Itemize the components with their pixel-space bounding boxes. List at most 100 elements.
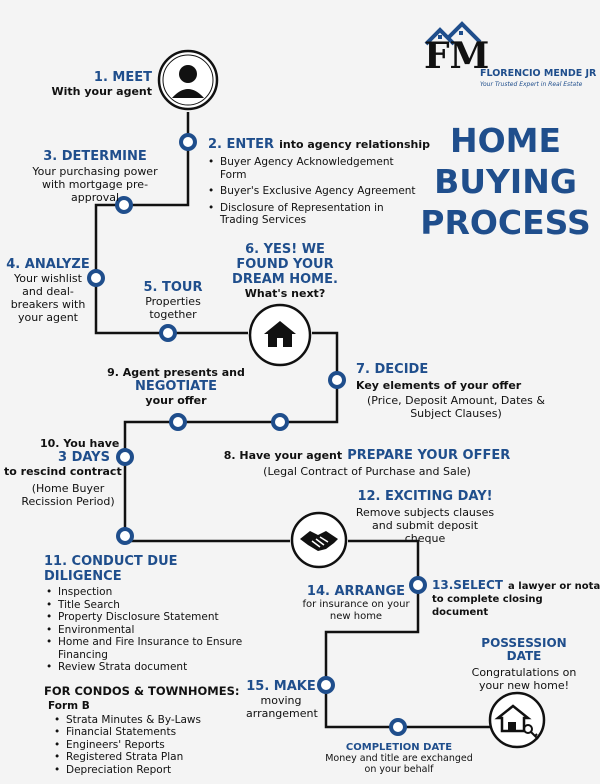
node-14 — [317, 676, 335, 694]
node-4 — [87, 269, 105, 287]
step-11-list: Inspection Title Search Property Disclos… — [46, 586, 254, 674]
step-9-text: your offer — [145, 394, 207, 407]
list-item: Review Strata document — [46, 661, 254, 674]
step-10-prefix: 10. You have — [40, 437, 120, 450]
node-10 — [116, 448, 134, 466]
page-title: HOME BUYING PROCESS — [418, 120, 593, 243]
step-14-heading: 14. ARRANGE — [306, 584, 406, 599]
node-8 — [271, 413, 289, 431]
possession-date: POSSESSION DATE Congratulations on your … — [468, 636, 580, 693]
step-3-text: Your purchasing power with mortgage pre-… — [32, 165, 158, 204]
node-completion — [389, 718, 407, 736]
list-item: Title Search — [46, 599, 254, 612]
step-4: 4. ANALYZE Your wishlist and deal-breake… — [6, 257, 90, 324]
step-11-heading: 11. CONDUCT DUE DILIGENCE — [44, 554, 178, 584]
house-key-icon — [488, 691, 546, 749]
completion-text: Money and title are exchanged on your be… — [325, 753, 473, 775]
brand-initials: FM — [424, 35, 490, 77]
step-12-heading: 12. EXCITING DAY! — [357, 489, 493, 504]
step-2-heading: 2. ENTER — [208, 137, 275, 152]
step-4-text: Your wishlist and deal-breakers with you… — [10, 272, 86, 324]
step-15: 15. MAKE moving arrangement — [246, 679, 318, 720]
title-line-1: HOME — [449, 121, 562, 160]
list-item: Strata Minutes & By-Laws — [54, 714, 254, 727]
step-6: 6. YES! WE FOUND YOUR DREAM HOME. What's… — [230, 242, 340, 300]
condo-heading: FOR CONDOS & TOWNHOMES: — [44, 683, 240, 698]
list-item: Financial Statements — [54, 726, 254, 739]
possession-text: Congratulations on your new home! — [471, 666, 577, 692]
step-8-heading: PREPARE YOUR OFFER — [347, 448, 511, 463]
step-13-heading-rest: a lawyer or notary — [508, 581, 600, 592]
condo-list: Strata Minutes & By-Laws Financial State… — [54, 714, 254, 777]
title-line-2: BUYING — [434, 162, 577, 201]
step-15-heading: 15. MAKE — [246, 679, 316, 694]
step-7: 7. DECIDE Key elements of your offer (Pr… — [356, 362, 576, 420]
node-13 — [409, 576, 427, 594]
step-8-prefix: 8. Have your agent — [223, 449, 343, 462]
step-5-text: Properties together — [145, 295, 201, 321]
step-7-note: (Price, Deposit Amount, Dates & Subject … — [367, 394, 545, 420]
step-5: 5. TOUR Properties together — [136, 280, 210, 321]
step-9: 9. Agent presents and NEGOTIATE your off… — [106, 366, 246, 407]
node-11 — [116, 527, 134, 545]
step-14-text: for insurance on your new home — [302, 599, 410, 622]
step-12: 12. EXCITING DAY! Remove subjects clause… — [350, 489, 500, 545]
list-item: Home and Fire Insurance to Ensure Financ… — [46, 636, 254, 661]
roof-icon — [424, 21, 482, 46]
node-5 — [159, 324, 177, 342]
step-10: 10. You have 3 DAYS to rescind contract … — [4, 437, 122, 508]
step-15-text: moving arrangement — [246, 694, 318, 720]
list-item: Depreciation Report — [54, 764, 254, 777]
list-item: Environmental — [46, 624, 254, 637]
completion-heading: COMPLETION DATE — [345, 742, 453, 753]
step-6-text: What's next? — [244, 287, 326, 300]
form-b-label: Form B — [48, 699, 90, 712]
step-14: 14. ARRANGE for insurance on your new ho… — [300, 584, 412, 623]
list-item: Registered Strata Plan — [54, 751, 254, 764]
node-7 — [328, 371, 346, 389]
node-2 — [179, 133, 197, 151]
completion-date: COMPLETION DATE Money and title are exch… — [324, 742, 474, 775]
list-item: Disclosure of Representation in Trading … — [208, 202, 400, 227]
list-item: Engineers' Reports — [54, 739, 254, 752]
title-line-3: PROCESS — [420, 203, 591, 242]
step-13: 13.SELECT a lawyer or notary to complete… — [432, 574, 600, 619]
step-12-text: Remove subjects clauses and submit depos… — [355, 506, 495, 545]
step-2-list: Buyer Agency Acknowledgement Form Buyer'… — [208, 156, 418, 227]
step-1: 1. MEET With your agent — [40, 70, 152, 98]
path-nodes — [87, 133, 427, 736]
step-3-heading: 3. DETERMINE — [43, 149, 147, 164]
step-10-note: (Home Buyer Recission Period) — [21, 482, 115, 508]
brand-logo: FM FLORENCIO MENDE JR Your Trusted Exper… — [424, 21, 600, 92]
house-icon — [248, 303, 312, 367]
brand-name: FLORENCIO MENDE JR — [480, 68, 597, 79]
step-2: 2. ENTER into agency relationship Buyer … — [208, 133, 430, 227]
person-icon — [157, 49, 219, 111]
node-9 — [169, 413, 187, 431]
step-7-text: Key elements of your offer — [356, 379, 522, 392]
step-1-text: With your agent — [51, 85, 152, 98]
step-10-text: to rescind contract — [4, 465, 122, 478]
brand-tagline: Your Trusted Expert in Real Estate — [480, 81, 583, 88]
step-5-heading: 5. TOUR — [143, 280, 203, 295]
list-item: Buyer Agency Acknowledgement Form — [208, 156, 418, 181]
step-9-heading: NEGOTIATE — [135, 379, 217, 394]
step-1-heading: 1. MEET — [93, 70, 152, 85]
step-13-heading: 13.SELECT — [432, 578, 503, 592]
step-8-note: (Legal Contract of Purchase and Sale) — [263, 465, 471, 478]
step-6-heading: 6. YES! WE FOUND YOUR DREAM HOME. — [232, 242, 338, 287]
list-item: Inspection — [46, 586, 254, 599]
list-item: Property Disclosure Statement — [46, 611, 254, 624]
step-4-heading: 4. ANALYZE — [6, 257, 90, 272]
step-13-text: to complete closing document — [432, 594, 543, 618]
step-10-heading: 3 DAYS — [58, 450, 110, 465]
list-item: Buyer's Exclusive Agency Agreement — [208, 185, 418, 198]
step-7-heading: 7. DECIDE — [356, 362, 429, 377]
node-3 — [115, 196, 133, 214]
step-2-heading-rest: into agency relationship — [279, 138, 430, 151]
step-3: 3. DETERMINE Your purchasing power with … — [20, 149, 170, 204]
step-8: 8. Have your agent PREPARE YOUR OFFER (L… — [222, 444, 512, 478]
possession-heading: POSSESSION DATE — [481, 636, 567, 663]
step-11: 11. CONDUCT DUE DILIGENCE Inspection Tit… — [44, 554, 254, 776]
